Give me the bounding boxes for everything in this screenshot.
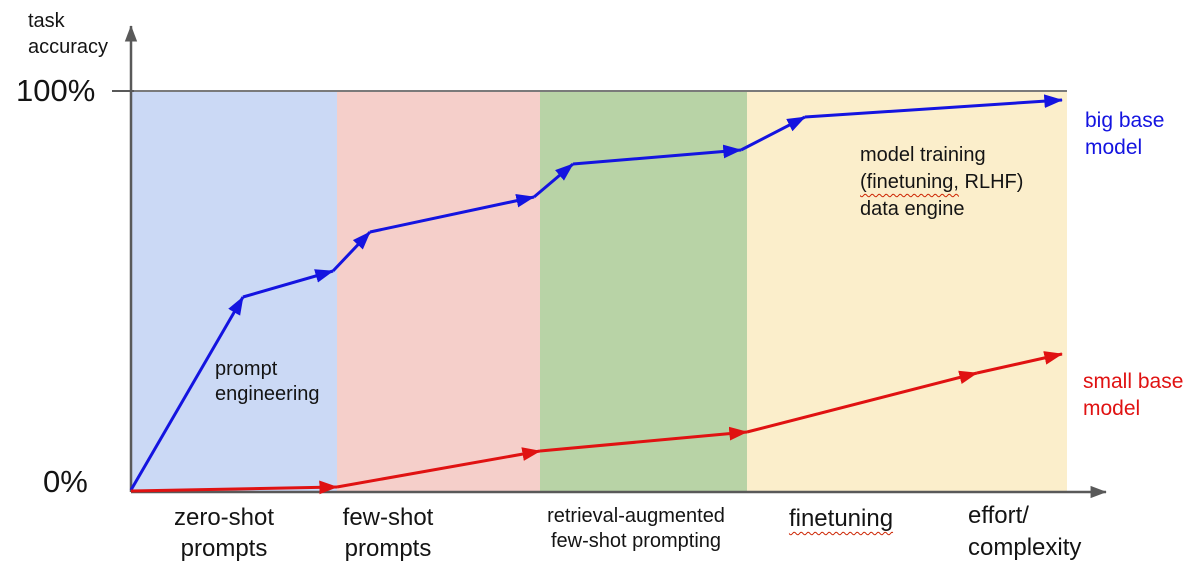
annotation-prompt-engineering: prompt engineering bbox=[215, 358, 320, 405]
x-label-zero-shot-prompts: zero-shot prompts bbox=[173, 504, 275, 562]
annotation-rlhf-text: RLHF) bbox=[958, 171, 1024, 193]
x-label-retrieval-augmented: retrieval-augmented few-shot prompting bbox=[547, 505, 725, 552]
annotation-model-training-line1: model training bbox=[860, 144, 986, 166]
big-base-model-segment bbox=[572, 144, 742, 166]
big-base-model-segment bbox=[129, 296, 245, 491]
annotation-model-training-line2: (finetuning, RLHF) bbox=[860, 169, 1023, 196]
big-base-model-segment bbox=[804, 94, 1063, 119]
annotation-model-training-line3: data engine bbox=[860, 198, 965, 220]
legend-small-base-model: small base model bbox=[1083, 370, 1184, 420]
band-region bbox=[747, 91, 1067, 492]
y-axis-title: task accuracy bbox=[28, 10, 109, 58]
big-base-model-segment bbox=[533, 162, 574, 199]
annotation-finetuning-misspelling: (finetuning, bbox=[860, 171, 959, 193]
small-base-model-segment bbox=[130, 480, 338, 495]
big-base-model-segment bbox=[331, 230, 372, 273]
y-axis-label-100: 100% bbox=[16, 73, 96, 108]
big-base-model-segment bbox=[740, 115, 806, 152]
big-base-model-segment bbox=[242, 269, 334, 299]
small-base-model-segment bbox=[539, 426, 748, 453]
annotation-model-training: model training (finetuning, RLHF) data e… bbox=[860, 142, 1023, 223]
small-base-model-segment bbox=[976, 351, 1063, 375]
band-region bbox=[131, 91, 337, 492]
x-label-finetuning: finetuning bbox=[788, 505, 894, 532]
small-base-model-segment bbox=[746, 370, 978, 434]
big-base-model-segment bbox=[369, 193, 535, 234]
x-label-effort-complexity: effort/ complexity bbox=[968, 502, 1082, 561]
small-base-model-segment bbox=[336, 447, 541, 489]
band-region bbox=[337, 91, 540, 492]
y-axis-label-0: 0% bbox=[43, 464, 88, 499]
x-label-few-shot-prompts: few-shot prompts bbox=[342, 504, 434, 562]
legend-big-base-model: big base model bbox=[1085, 109, 1165, 159]
